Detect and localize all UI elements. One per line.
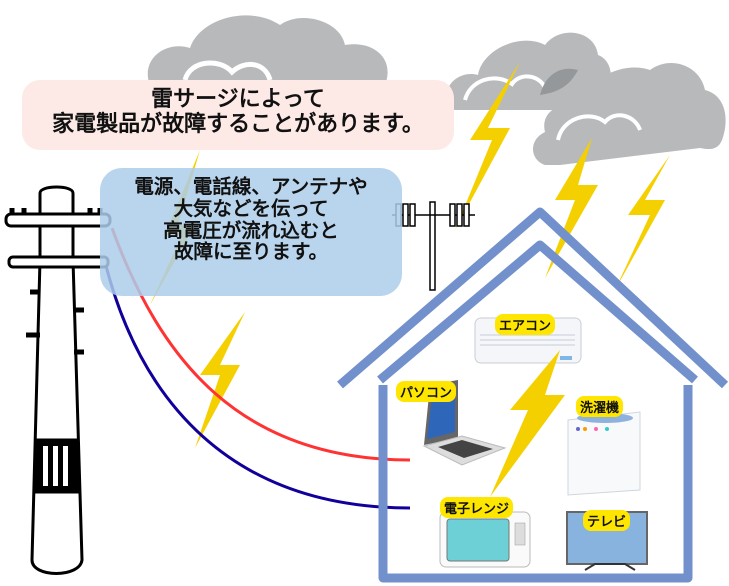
info-line-3: 高電圧が流れ込むと <box>163 218 339 242</box>
cloud-icon <box>147 15 388 86</box>
phone-line <box>103 261 411 510</box>
info-bubble: 電源、電話線、アンテナや 大気などを伝って 高電圧が流れ込むと 故障に至ります。 <box>100 168 402 296</box>
washing-machine-icon <box>567 411 641 496</box>
lightning-icon <box>490 350 565 497</box>
label-pc: パソコン <box>396 381 457 402</box>
lightning-icon <box>195 312 245 448</box>
house-icon <box>337 207 729 583</box>
cloud-icon <box>446 32 611 110</box>
label-microwave: 電子レンジ <box>440 497 514 518</box>
label-tv: テレビ <box>583 510 631 531</box>
label-air-conditioner: エアコン <box>495 314 556 335</box>
lightning-icon <box>615 155 670 290</box>
label-washing-machine: 洗濯機 <box>576 396 624 417</box>
info-line-2: 大気などを伝って <box>173 196 329 220</box>
utility-pole-icon <box>4 185 112 575</box>
title-bubble: 雷サージによって 家電製品が故障することがあります。 <box>22 80 454 150</box>
info-line-4: 故障に至ります。 <box>173 240 329 264</box>
title-line-1: 雷サージによって <box>151 87 325 112</box>
cloud-icon <box>532 62 726 165</box>
info-line-1: 電源、電話線、アンテナや <box>134 175 368 198</box>
title-line-2: 家電製品が故障することがあります。 <box>52 111 424 137</box>
microwave-icon <box>439 511 531 568</box>
